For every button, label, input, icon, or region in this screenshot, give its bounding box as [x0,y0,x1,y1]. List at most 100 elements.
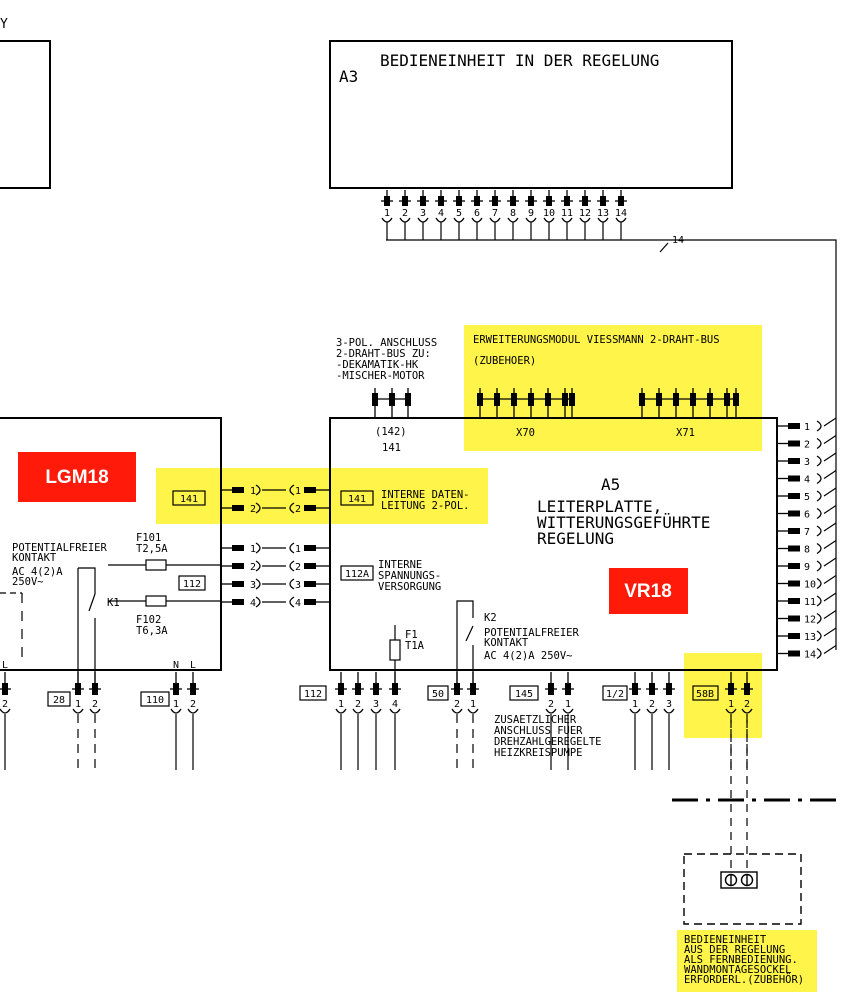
a5-right-pin-13-wire [823,627,837,637]
highlight-fernbedienung-note [677,930,817,992]
pin-112-4: 4 [389,672,401,770]
a3-frame [329,40,733,189]
a5-right-pin-14: 14 [777,645,837,661]
pin-28-1-socket [72,708,84,714]
pin-1-2-3-socket [663,708,675,714]
a5-right-pin-2-wire [823,435,837,444]
k2-relay-contact [456,600,474,683]
a5-right-pin-4-socket [816,472,822,485]
a5-right-pin-5-wire [823,487,837,497]
a5-right-pin-2-socket [816,437,822,450]
erweiterungsmodul: ERWEITERUNGSMODUL VIESSMANN 2-DRAHT-BUS … [473,334,739,439]
x71-pin-7 [733,388,739,418]
lgm-tag-141 [172,490,206,506]
a3-pin-8-number: 8 [510,208,516,219]
lgm-tag-112 [178,575,206,591]
pin-145-1: 2 [545,672,557,770]
x71-pin-7-pin [733,393,739,406]
a5-right-pin-5-number: 5 [804,492,810,503]
spannung-link-1-socket-right [289,542,295,554]
pin-112-2: 2 [352,672,364,770]
a5-right-pin-6: 6 [777,505,837,521]
a3-pin-3: 3 [417,190,429,240]
x70-label: X70 [516,427,535,439]
tag-28 [47,691,71,707]
pin-50-2: 1 [467,672,479,770]
dreipol-pins [372,388,411,418]
bottom-tags: 28 110 112 50 145 1/2 58B [47,685,719,707]
a5-right-pin-3-number: 3 [804,457,810,468]
tag-110-text: 110 [146,695,164,706]
potential-k2-line-2: KONTAKT [484,637,529,649]
a3-pin-5-number: 5 [456,208,462,219]
pin-145-2-number: 1 [565,699,571,710]
tag-58b [692,685,719,701]
a5-right-pin-14-number: 14 [804,650,816,661]
pin-1-2-2: 2 [646,672,658,770]
daten-link-1-pin-right [304,487,316,493]
pin-110-2-number: 2 [190,699,196,710]
daten-link-2-num-left: 2 [250,504,256,515]
daten-line-2: LEITUNG 2-POL. [381,500,470,512]
daten-link-2-socket-left [255,502,261,514]
spannung-link-1-pin-right [304,545,316,551]
a5-right-pin-12-socket [816,612,822,625]
a3-pin-7-number: 7 [492,208,498,219]
lgm18-badge [18,452,136,502]
a5-line-3: REGELUNG [537,529,614,548]
k1-switch-blade [88,593,96,612]
f1-value: T1A [405,640,425,652]
daten-link-1-num-left: 1 [250,486,256,497]
lgm18-unit: LGM18 141 112 POTENTIALFREIER KONTAKT AC… [0,417,222,683]
a5-right-pin-10-number: 10 [804,580,816,591]
a5-right-pin-5-socket [816,490,822,502]
potential-left-line-4: 250V~ [12,576,44,588]
spannung-link-2-pin-right [304,563,316,569]
a5-right-pin-5: 5 [777,487,837,503]
zusatz-line-2: ANSCHLUSS FUER [494,725,583,737]
f1-name: F1 [405,629,418,641]
highlight-zones [156,325,817,992]
pin-110-1-number: 1 [173,699,179,710]
pin-112-2-socket [352,708,364,714]
potential-k2-line-1: POTENTIALFREIER [484,627,580,639]
a5-right-pin-11-wire [823,592,837,602]
a5-right-pin-4: 4 [777,470,837,486]
pin-145-1-number: 2 [548,699,554,710]
a3-pin-5: 5 [453,190,465,240]
spannung-link-2-pin-left [232,563,244,569]
a3-pin-7: 7 [489,190,501,240]
a5-right-pin-12: 12 [777,610,837,626]
pin-28-1-number: 1 [75,699,81,710]
daten-tag-141-text: 141 [348,494,366,505]
a5-right-pin-2-pin [788,440,800,447]
daten-link-2-socket-right [289,502,295,514]
a5-right-pin-3-socket [816,455,822,467]
spannung-link-4-pin-right [304,599,316,605]
a3-title: BEDIENEINHEIT IN DER REGELUNG [380,51,659,70]
lgm-tag-141-text: 141 [180,494,198,505]
a5-label: A5 [601,475,620,494]
spannung-line-1: INTERNE [378,559,422,571]
pin-110-1-socket [170,708,182,714]
a5-right-pin-1-pin [788,423,800,429]
a5-right-pin-4-wire [823,470,837,479]
k1-label: K1 [107,597,120,609]
pin-112-2-number: 2 [355,699,361,710]
a5-right-pin-7: 7 [777,522,837,538]
a5-right-pin-9: 9 [777,557,837,573]
f102-name: F102 [136,614,161,626]
a5-right-pin-9-number: 9 [804,562,810,573]
a5-right-pin-14-wire [823,645,837,654]
pin-58b-2-number: 2 [744,699,750,710]
a3-pin-11-number: 11 [561,208,573,219]
pin-28-2-number: 2 [92,699,98,710]
dreipol-line-1: 3-POL. ANSCHLUSS [336,337,437,349]
a5-right-pin-7-number: 7 [804,527,810,538]
